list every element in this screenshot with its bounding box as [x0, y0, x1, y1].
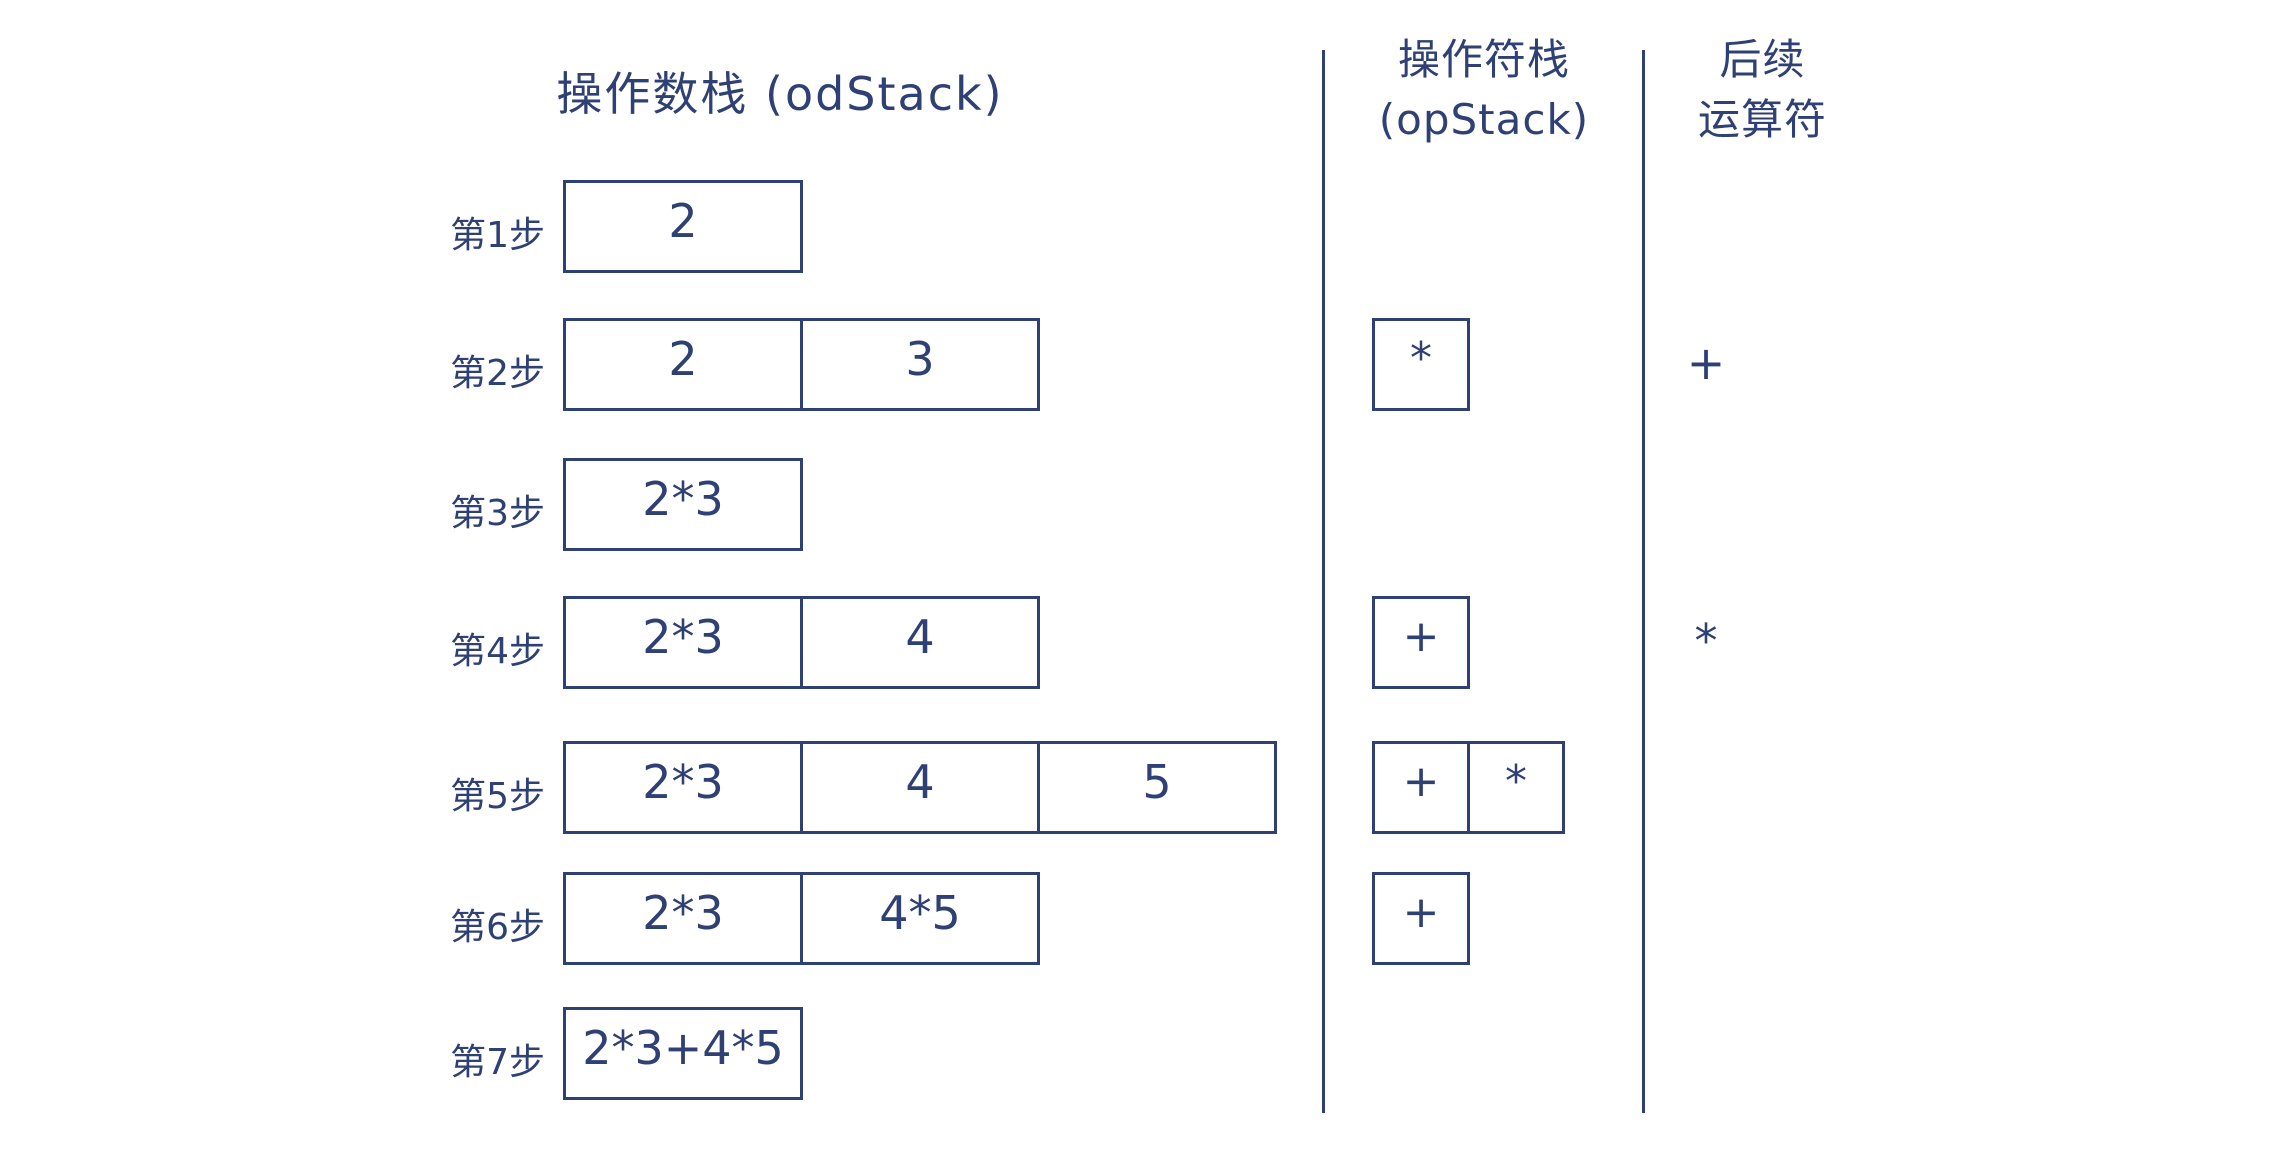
step-label: 第5步: [450, 776, 545, 817]
odstack-cell: 2: [563, 318, 803, 411]
odstack-cell: 4: [800, 596, 1040, 689]
odstack-cell: 5: [1037, 741, 1277, 834]
opstack-column-title: 操作符栈 (opStack): [1325, 30, 1643, 150]
odstack-cell: 2*3: [563, 596, 803, 689]
next-operator-column-title: 后续 运算符: [1650, 30, 1875, 150]
step-label: 第4步: [450, 631, 545, 672]
opstack-cell: +: [1372, 741, 1470, 834]
opstack-cell: +: [1372, 596, 1470, 689]
opstack-cell: *: [1372, 318, 1470, 411]
odstack-cell: 2: [563, 180, 803, 273]
odstack-cell: 2*3: [563, 458, 803, 551]
odstack-cell: 3: [800, 318, 1040, 411]
step-label: 第7步: [450, 1042, 545, 1083]
divider-opstack-next: [1642, 50, 1645, 1113]
step-label: 第3步: [450, 493, 545, 534]
odstack-cell: 2*3: [563, 741, 803, 834]
step-label: 第2步: [450, 353, 545, 394]
step-label: 第1步: [450, 215, 545, 256]
next-operator-symbol: +: [1686, 336, 1726, 390]
divider-odstack-opstack: [1322, 50, 1325, 1113]
odstack-cell: 2*3: [563, 872, 803, 965]
step-label: 第6步: [450, 907, 545, 948]
opstack-cell: +: [1372, 872, 1470, 965]
next-operator-title-line1: 后续: [1719, 35, 1806, 84]
next-operator-title-line2: 运算符: [1697, 95, 1827, 144]
next-operator-symbol: *: [1694, 614, 1718, 668]
opstack-title-line2: (opStack): [1378, 95, 1590, 144]
opstack-cell: *: [1467, 741, 1565, 834]
odstack-cell: 4: [800, 741, 1040, 834]
odstack-column-title: 操作数栈 (odStack): [556, 67, 1004, 121]
odstack-cell: 4*5: [800, 872, 1040, 965]
odstack-cell: 2*3+4*5: [563, 1007, 803, 1100]
opstack-title-line1: 操作符栈: [1397, 35, 1570, 84]
